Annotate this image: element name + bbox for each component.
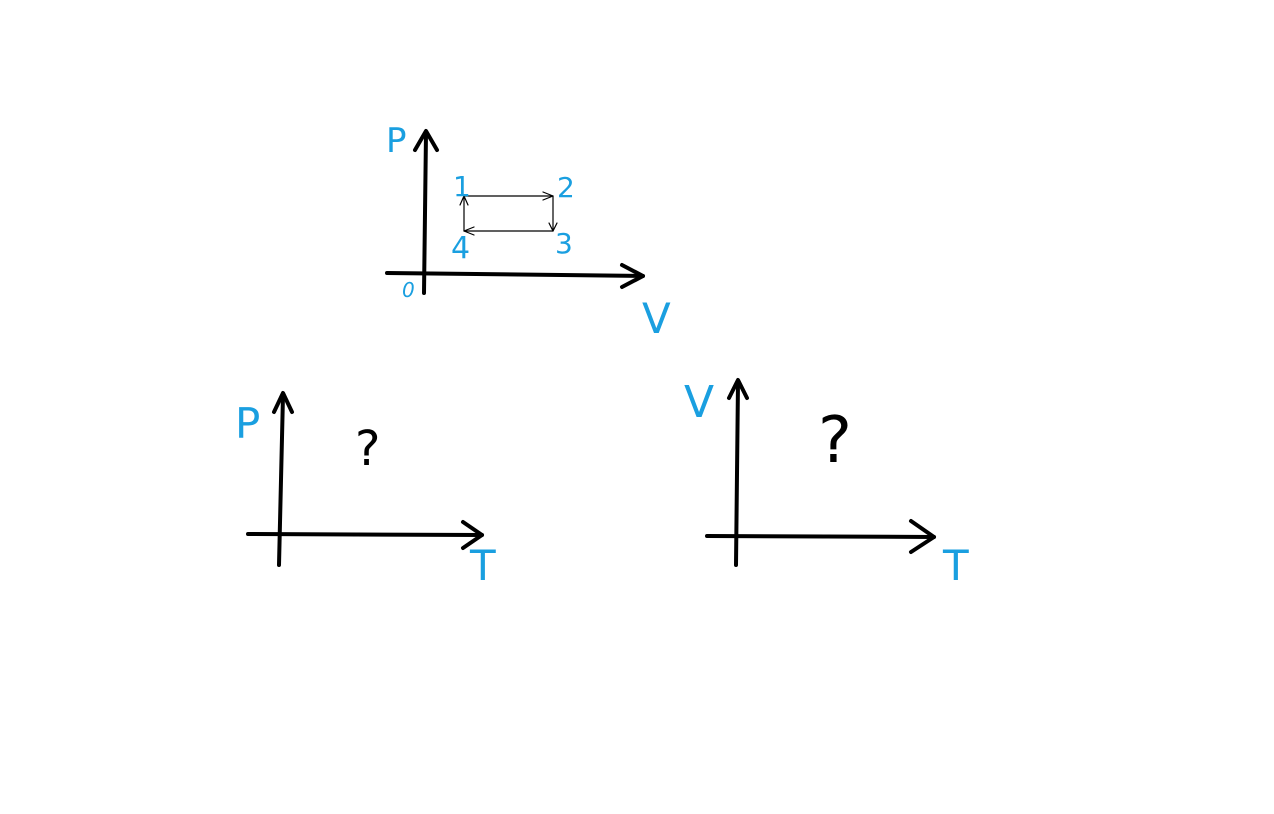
vt-y-arrowhead bbox=[727, 378, 749, 400]
pv-origin-label: 0 bbox=[402, 278, 415, 302]
vt-graph: V T ? bbox=[684, 377, 969, 590]
pt-x-arrowhead bbox=[461, 520, 484, 550]
pt-x-axis bbox=[246, 532, 484, 537]
vt-x-axis bbox=[705, 534, 936, 539]
vt-x-arrowhead bbox=[909, 519, 936, 554]
pv-x-arrowhead bbox=[620, 263, 645, 289]
pv-x-label: V bbox=[642, 294, 671, 343]
point-3-label: 3 bbox=[555, 227, 573, 260]
pt-y-arrowhead bbox=[272, 391, 294, 414]
pt-y-axis bbox=[277, 393, 285, 567]
point-2-label: 2 bbox=[557, 171, 575, 204]
pv-y-arrowhead bbox=[413, 129, 439, 152]
vt-x-label: T bbox=[942, 541, 969, 590]
point-4-label: 4 bbox=[451, 231, 470, 266]
pt-unknown-mark: ? bbox=[355, 421, 380, 477]
vt-y-label: V bbox=[684, 377, 714, 428]
point-1-label: 1 bbox=[453, 170, 471, 203]
arrow-4-1 bbox=[459, 195, 469, 206]
pv-y-axis bbox=[422, 131, 428, 295]
pt-y-label: P bbox=[235, 399, 260, 448]
pt-graph: P T ? bbox=[235, 391, 496, 590]
pv-graph: P V 0 1 2 3 4 bbox=[385, 121, 671, 343]
pv-y-label: P bbox=[386, 121, 407, 161]
pv-x-axis bbox=[385, 271, 645, 278]
vt-unknown-mark: ? bbox=[818, 404, 852, 478]
pt-x-label: T bbox=[469, 541, 496, 590]
